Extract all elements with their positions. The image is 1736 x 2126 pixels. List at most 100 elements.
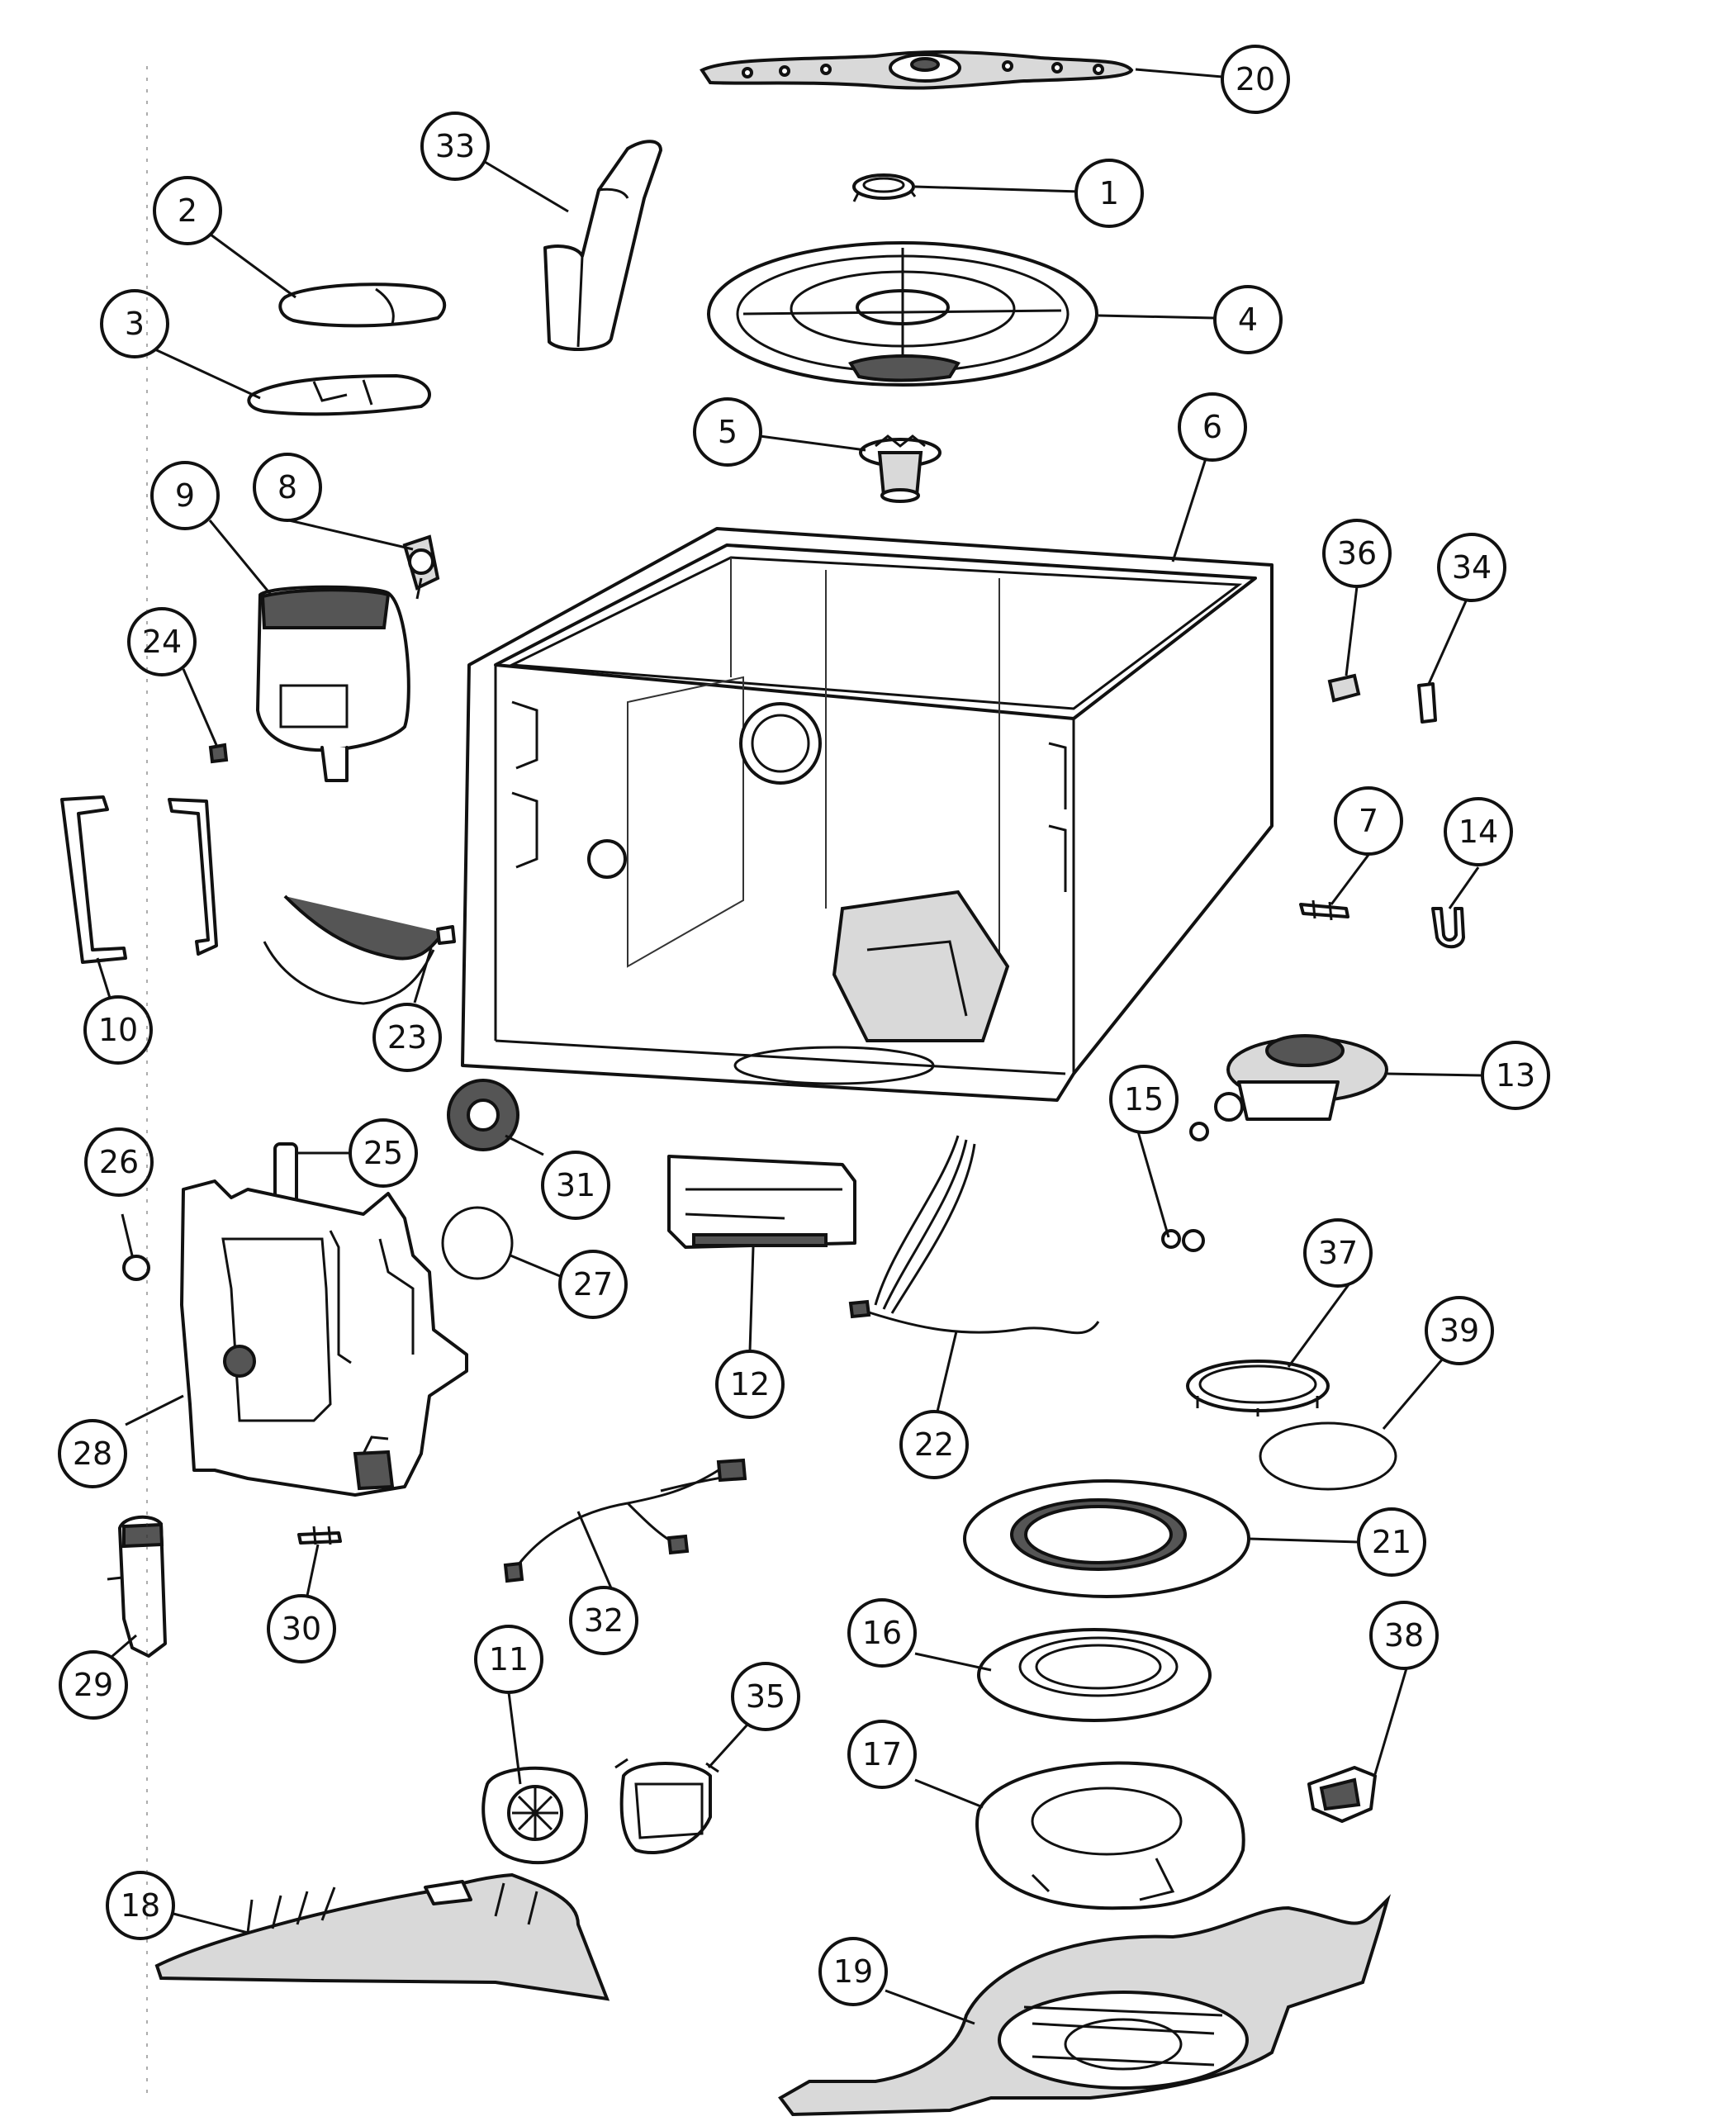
svg-text:3: 3 xyxy=(125,306,145,342)
part-26-ring xyxy=(122,1255,150,1281)
leader-4 xyxy=(1098,314,1215,320)
svg-text:1: 1 xyxy=(1099,175,1119,211)
part-5-impeller xyxy=(859,434,942,503)
part-27-gasket xyxy=(441,1206,514,1280)
part-20-spray-arm xyxy=(700,50,1134,90)
callout-30: 30 xyxy=(267,1594,336,1663)
callout-8: 8 xyxy=(253,453,322,522)
part-18-base-rail xyxy=(154,1872,610,2001)
callout-25: 25 xyxy=(349,1118,418,1188)
svg-text:16: 16 xyxy=(862,1615,902,1651)
part-13-pump-motor xyxy=(1214,1034,1388,1122)
svg-text:6: 6 xyxy=(1202,409,1222,445)
callout-14: 14 xyxy=(1444,797,1513,866)
callout-16: 16 xyxy=(847,1598,917,1668)
part-9-housing xyxy=(256,585,410,782)
callout-18: 18 xyxy=(106,1871,175,1940)
svg-text:24: 24 xyxy=(142,624,182,660)
callout-2: 2 xyxy=(153,176,222,245)
part-34-strip xyxy=(1417,682,1437,724)
part-8-valve xyxy=(402,534,440,600)
svg-text:31: 31 xyxy=(556,1167,595,1203)
svg-text:39: 39 xyxy=(1440,1312,1479,1349)
part-2-cap xyxy=(278,282,447,328)
svg-text:26: 26 xyxy=(99,1144,139,1180)
callout-39: 39 xyxy=(1425,1296,1494,1365)
svg-text:27: 27 xyxy=(573,1266,613,1303)
leader-22 xyxy=(936,1331,958,1412)
part-24-connector xyxy=(208,743,229,764)
svg-text:5: 5 xyxy=(718,414,738,450)
leader-24 xyxy=(182,668,218,746)
svg-text:21: 21 xyxy=(1372,1524,1411,1560)
leader-19 xyxy=(885,1989,975,2025)
callout-4: 4 xyxy=(1213,285,1283,354)
svg-text:33: 33 xyxy=(435,128,475,164)
leader-11 xyxy=(507,1692,522,1785)
callout-12: 12 xyxy=(715,1350,785,1419)
leader-16 xyxy=(914,1652,992,1672)
leader-7 xyxy=(1330,854,1370,905)
callout-20: 20 xyxy=(1221,45,1290,114)
leader-18 xyxy=(173,1912,249,1934)
part-4-filter-plate xyxy=(707,241,1098,387)
callout-17: 17 xyxy=(847,1720,917,1789)
leader-35 xyxy=(707,1723,749,1769)
callout-24: 24 xyxy=(127,607,197,676)
part-37-ring xyxy=(1186,1360,1330,1417)
callout-28: 28 xyxy=(58,1419,127,1488)
part-11-fan xyxy=(481,1766,588,1865)
leader-20 xyxy=(1135,68,1223,78)
svg-text:14: 14 xyxy=(1459,814,1498,850)
callout-34: 34 xyxy=(1437,533,1506,602)
callout-3: 3 xyxy=(100,289,169,358)
part-28-sump-housing xyxy=(180,1179,468,1497)
part-35-bracket-housing xyxy=(614,1758,719,1855)
callout-36: 36 xyxy=(1322,519,1392,588)
callout-5: 5 xyxy=(693,397,762,467)
leader-8 xyxy=(288,519,414,551)
leader-29 xyxy=(111,1634,137,1659)
callout-19: 19 xyxy=(818,1937,888,2006)
leader-28 xyxy=(125,1394,184,1426)
part-12-control-board xyxy=(667,1155,856,1249)
leader-1 xyxy=(914,185,1081,193)
part-19-base-pan xyxy=(778,1894,1392,2117)
part-6-tub xyxy=(461,527,1274,1102)
callout-35: 35 xyxy=(731,1662,800,1731)
svg-text:2: 2 xyxy=(178,192,197,229)
part-38-bracket xyxy=(1307,1766,1377,1823)
callout-27: 27 xyxy=(558,1250,628,1319)
svg-text:30: 30 xyxy=(282,1611,321,1647)
leader-31 xyxy=(505,1134,544,1156)
part-17-base-ring xyxy=(975,1761,1245,1910)
leader-17 xyxy=(914,1778,984,1809)
svg-text:20: 20 xyxy=(1236,61,1275,97)
svg-text:38: 38 xyxy=(1384,1617,1424,1654)
part-30-bracket xyxy=(297,1526,342,1545)
callout-13: 13 xyxy=(1481,1041,1550,1110)
svg-text:9: 9 xyxy=(175,477,195,514)
part-23-harness xyxy=(263,895,456,1005)
callout-9: 9 xyxy=(150,461,220,530)
leader-21 xyxy=(1248,1537,1359,1544)
part-15-o-rings xyxy=(1161,1122,1209,1252)
callout-11: 11 xyxy=(474,1625,543,1694)
svg-text:37: 37 xyxy=(1318,1235,1358,1271)
callout-29: 29 xyxy=(59,1650,128,1720)
leader-39 xyxy=(1382,1358,1444,1430)
leader-13 xyxy=(1387,1072,1482,1077)
part-21-large-gasket xyxy=(963,1479,1250,1598)
svg-text:23: 23 xyxy=(387,1019,427,1056)
svg-text:29: 29 xyxy=(74,1667,113,1703)
callout-38: 38 xyxy=(1369,1601,1439,1670)
callout-15: 15 xyxy=(1109,1065,1179,1134)
svg-text:11: 11 xyxy=(489,1641,529,1678)
leader-15 xyxy=(1136,1131,1170,1238)
svg-text:36: 36 xyxy=(1337,535,1377,572)
part-10-brackets xyxy=(60,795,218,964)
leader-12 xyxy=(748,1246,755,1352)
leader-38 xyxy=(1373,1668,1408,1775)
svg-text:19: 19 xyxy=(833,1953,873,1990)
